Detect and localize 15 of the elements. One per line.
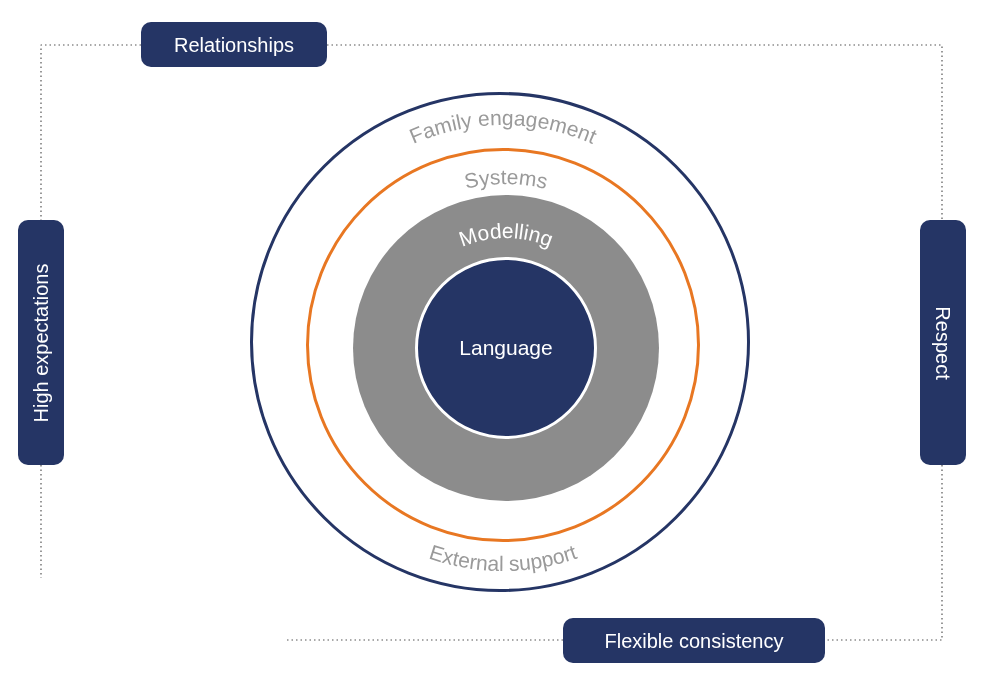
pill-label: High expectations bbox=[29, 263, 53, 422]
dotted-connector bbox=[284, 639, 564, 641]
ring-label: Modelling bbox=[456, 218, 557, 251]
label-pill bbox=[563, 618, 825, 663]
label-pill bbox=[18, 220, 64, 465]
label-pill bbox=[920, 220, 966, 465]
ring-label: Systems bbox=[462, 165, 550, 193]
pill-label: Flexible consistency bbox=[604, 628, 784, 654]
ring-label: External support bbox=[426, 540, 580, 576]
label-pill bbox=[141, 22, 327, 67]
ring-label: Family engagement bbox=[406, 106, 601, 148]
center-label: Language bbox=[459, 335, 553, 362]
dotted-connector bbox=[326, 44, 943, 221]
pill-label: Relationships bbox=[173, 32, 295, 58]
pill-label: Respect bbox=[931, 305, 955, 380]
